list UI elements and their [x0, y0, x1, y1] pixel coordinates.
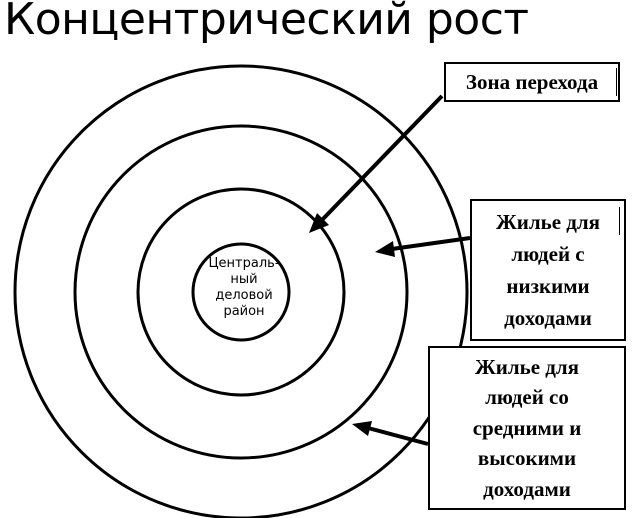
arrow-transition-head — [309, 213, 329, 233]
callout-line: высокими — [477, 446, 577, 471]
callout-line: Зона перехода — [465, 70, 599, 94]
callout-line: доходами — [504, 306, 592, 330]
cbd-label-line: Централь- — [208, 256, 280, 271]
callout-line: Жилье для — [495, 210, 601, 234]
callout-line: Жилье для — [474, 354, 580, 379]
callout-line: доходами — [483, 476, 571, 501]
callout-line: средними и — [472, 415, 582, 440]
callout-line: низкими — [506, 274, 590, 298]
ring-inner — [136, 187, 346, 397]
callout-line: людей с — [511, 242, 585, 266]
central-business-district-label: Централь- ный деловой район — [194, 256, 294, 320]
callout-low-income-housing: Жилье для людей с низкими доходами — [470, 199, 626, 341]
text-cursor-mark — [619, 207, 620, 235]
ring-outer — [13, 64, 469, 518]
callout-transition-zone: Зона перехода — [444, 62, 620, 102]
cbd-label-line: ный — [230, 272, 258, 287]
ring-center — [191, 242, 291, 342]
cbd-label-line: деловой — [215, 288, 273, 303]
arrow-mid-income-head — [352, 421, 372, 436]
arrow-low-income-line — [391, 236, 471, 251]
arrow-transition-line — [320, 94, 444, 222]
callout-mid-high-income-housing: Жилье для людей со средними и высокими д… — [428, 346, 626, 510]
cbd-label-line: район — [223, 304, 265, 319]
text-cursor-mark — [616, 68, 617, 96]
arrow-low-income-head — [375, 241, 395, 257]
arrow-mid-income-line — [367, 426, 429, 446]
page-title: Концентрический рост — [4, 0, 529, 45]
callout-line: людей со — [485, 385, 569, 410]
ring-middle — [73, 124, 409, 460]
